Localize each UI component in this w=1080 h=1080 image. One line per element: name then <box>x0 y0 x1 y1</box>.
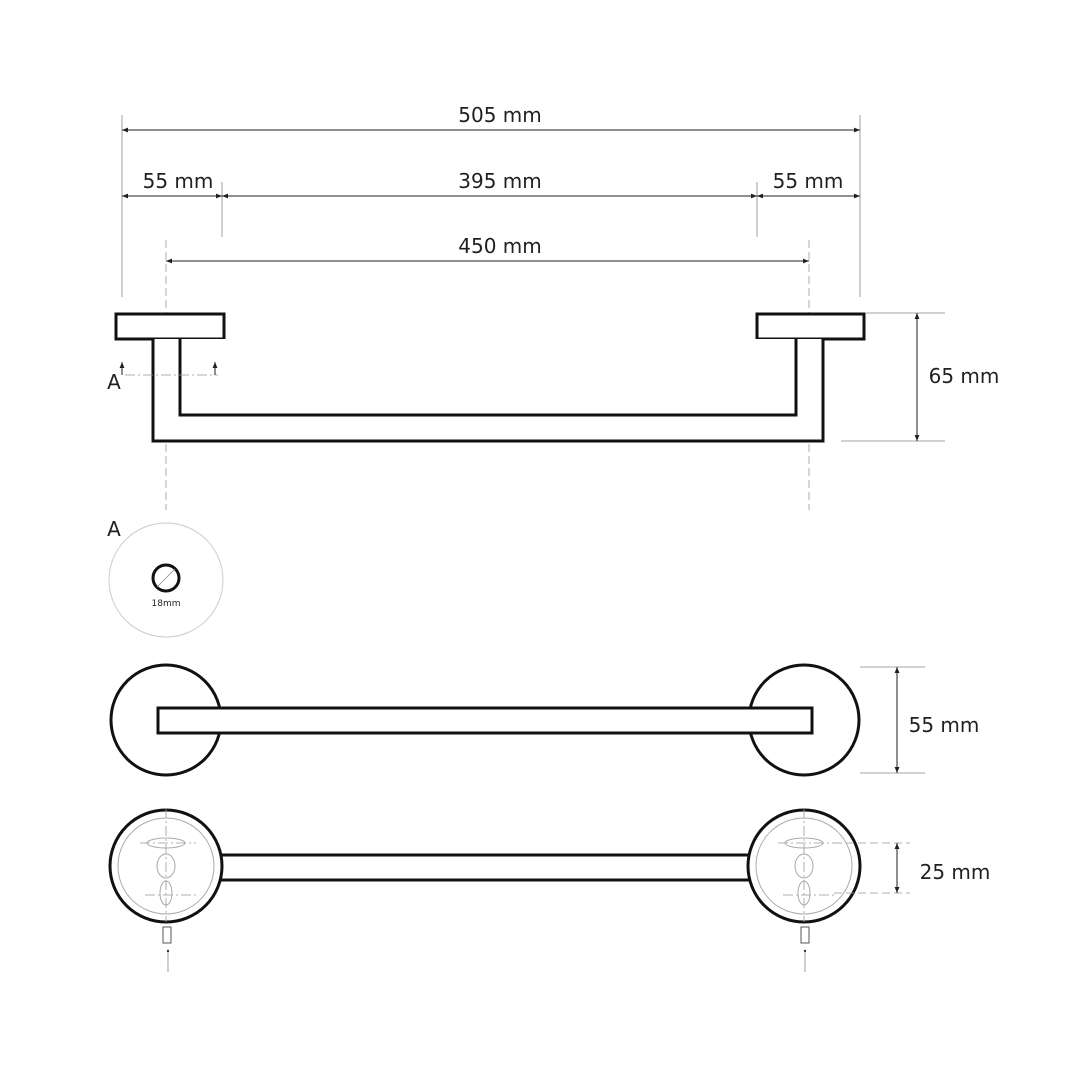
left-mount <box>108 808 224 972</box>
right-mount <box>746 808 862 972</box>
screw-icon <box>162 926 172 944</box>
dimension-505: 505 mm <box>122 103 860 133</box>
bar-diameter-label: 18mm <box>152 599 181 609</box>
center-distance-label: 450 mm <box>458 234 542 258</box>
hole-spacing-label: 25 mm <box>920 860 991 884</box>
section-a-view: A 18mm <box>107 517 224 638</box>
projection-label: 65 mm <box>929 364 1000 388</box>
flange-diameter-label: 55 mm <box>909 713 980 737</box>
dimension-55-flange: 55 mm <box>860 666 980 774</box>
side-view: A <box>107 312 866 443</box>
overall-length-label: 505 mm <box>458 103 542 127</box>
back-view <box>108 808 862 972</box>
dimension-450: 450 mm <box>166 234 809 264</box>
dimension-row-2: 55 mm 395 mm 55 mm <box>122 169 860 199</box>
section-marker-label: A <box>107 370 121 394</box>
top-view <box>109 663 861 777</box>
left-offset-label: 55 mm <box>143 169 214 193</box>
right-offset-label: 55 mm <box>773 169 844 193</box>
section-title-label: A <box>107 517 121 541</box>
screw-icon <box>800 926 810 944</box>
middle-span-label: 395 mm <box>458 169 542 193</box>
dimension-65: 65 mm <box>841 312 1000 442</box>
dimension-25: 25 mm <box>834 842 991 894</box>
